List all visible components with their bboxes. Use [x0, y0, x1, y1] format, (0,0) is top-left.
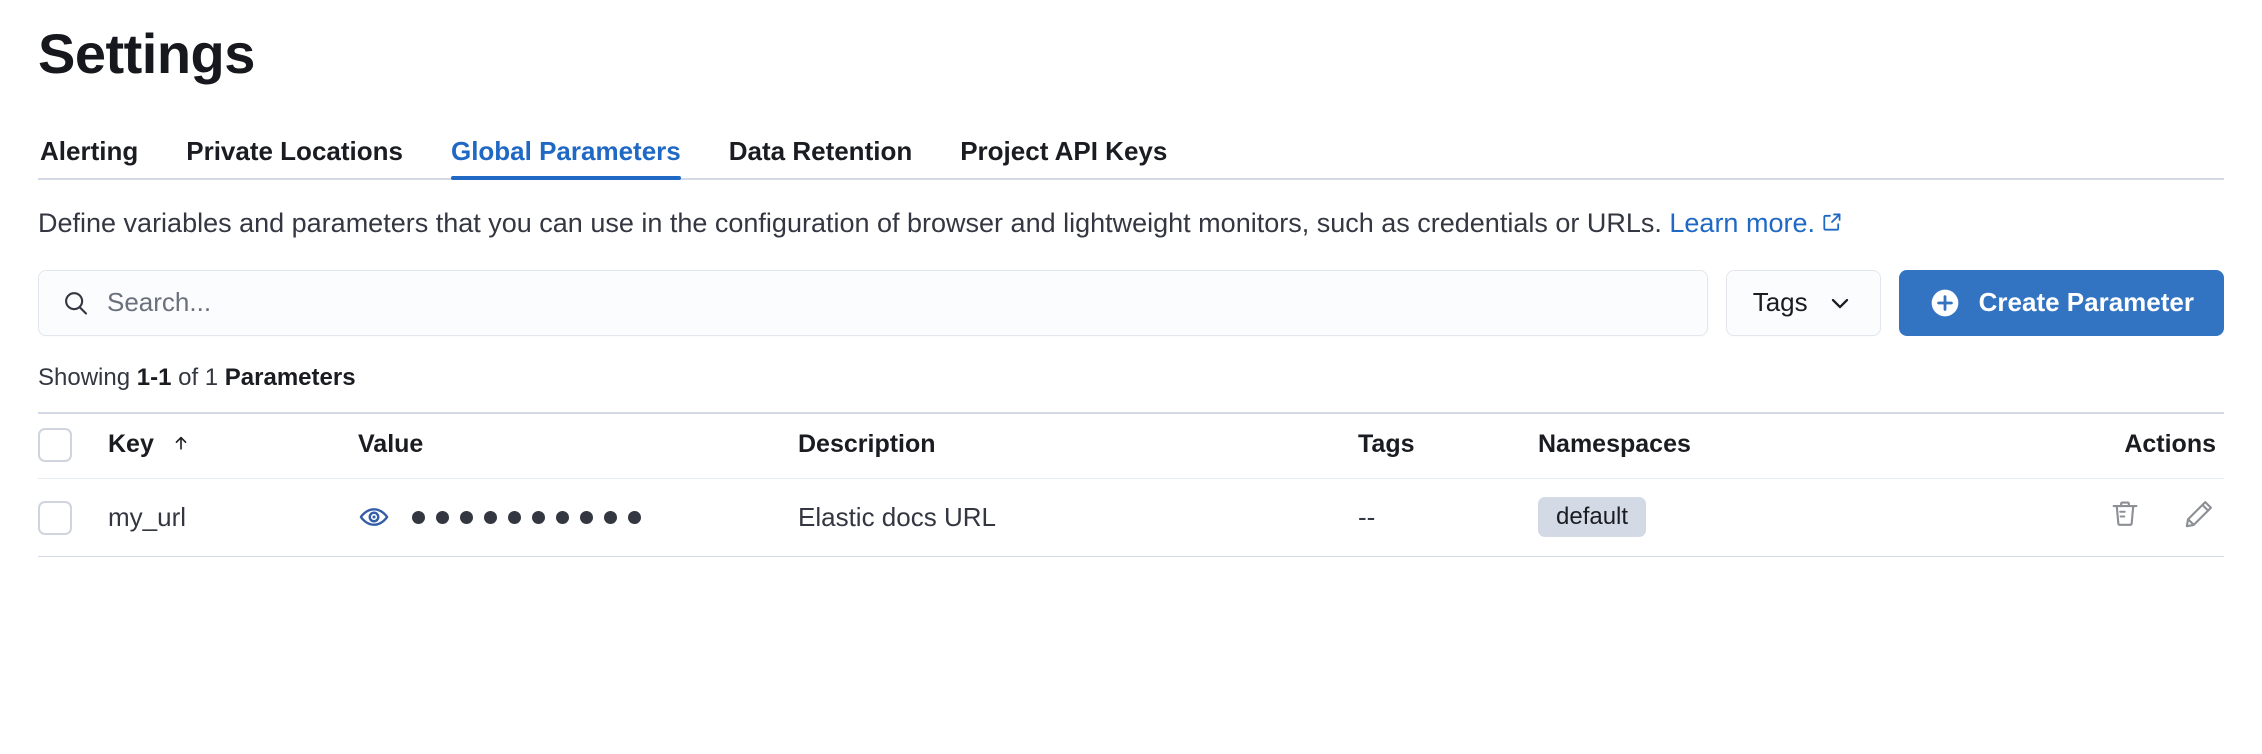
trash-icon[interactable]	[2108, 497, 2142, 531]
table-row: my_url	[38, 478, 2224, 557]
cell-actions	[1978, 478, 2224, 557]
tab-private-locations[interactable]: Private Locations	[186, 136, 403, 167]
summary-prefix: Showing	[38, 363, 137, 391]
search-box[interactable]	[38, 269, 1708, 336]
controls-bar: Tags Create Parameter	[38, 269, 2224, 336]
tab-data-retention[interactable]: Data Retention	[728, 136, 913, 167]
masked-value	[412, 510, 641, 524]
tags-filter-button[interactable]: Tags	[1725, 269, 1881, 336]
select-all-checkbox[interactable]	[38, 427, 72, 462]
column-header-key[interactable]: Key	[108, 411, 358, 479]
parameters-table: Key Value Description Tags Namespaces Ac…	[38, 411, 2224, 557]
search-input[interactable]	[107, 287, 1685, 319]
row-select-cell	[38, 478, 108, 557]
chevron-down-icon	[1826, 289, 1854, 317]
column-header-value[interactable]: Value	[358, 411, 798, 479]
table-header: Key Value Description Tags Namespaces Ac…	[38, 411, 2224, 479]
external-link-icon	[1821, 207, 1843, 242]
cell-namespaces: default	[1538, 478, 1978, 557]
cell-tags: --	[1358, 478, 1538, 557]
row-checkbox[interactable]	[38, 500, 72, 535]
plus-circle-icon	[1929, 287, 1961, 319]
column-header-actions: Actions	[1978, 411, 2224, 479]
learn-more-link[interactable]: Learn more.	[1669, 208, 1815, 238]
column-header-tags[interactable]: Tags	[1358, 411, 1538, 479]
search-icon	[61, 288, 91, 318]
table-body: my_url	[38, 478, 2224, 557]
column-header-select	[38, 411, 108, 479]
cell-description: Elastic docs URL	[798, 478, 1358, 557]
tab-alerting[interactable]: Alerting	[40, 136, 139, 167]
description-text: Define variables and parameters that you…	[38, 208, 1662, 239]
create-parameter-label: Create Parameter	[1978, 287, 2194, 318]
eye-icon[interactable]	[358, 501, 390, 533]
cell-key: my_url	[108, 478, 358, 557]
results-summary: Showing 1-1 of 1 Parameters	[38, 363, 2224, 391]
tags-filter-label: Tags	[1752, 287, 1808, 318]
summary-range: 1-1	[136, 363, 172, 391]
column-header-description[interactable]: Description	[798, 411, 1358, 479]
create-parameter-button[interactable]: Create Parameter	[1898, 269, 2224, 336]
summary-middle: of 1	[171, 363, 225, 391]
column-header-key-label: Key	[108, 429, 154, 458]
page-title: Settings	[38, 22, 255, 85]
settings-tabs: Alerting Private Locations Global Parame…	[38, 124, 2224, 181]
tab-global-parameters[interactable]: Global Parameters	[450, 138, 681, 181]
learn-more-label: Learn more.	[1669, 208, 1815, 239]
table-header-row: Key Value Description Tags Namespaces Ac…	[38, 411, 2224, 479]
cell-value	[358, 478, 798, 557]
namespace-badge: default	[1538, 497, 1647, 538]
pencil-icon[interactable]	[2182, 497, 2216, 531]
summary-entity: Parameters	[224, 363, 356, 391]
arrow-up-icon	[171, 431, 191, 460]
column-header-namespaces[interactable]: Namespaces	[1538, 411, 1978, 479]
page-description: Define variables and parameters that you…	[38, 206, 2224, 242]
tab-project-api-keys[interactable]: Project API Keys	[960, 136, 1168, 167]
